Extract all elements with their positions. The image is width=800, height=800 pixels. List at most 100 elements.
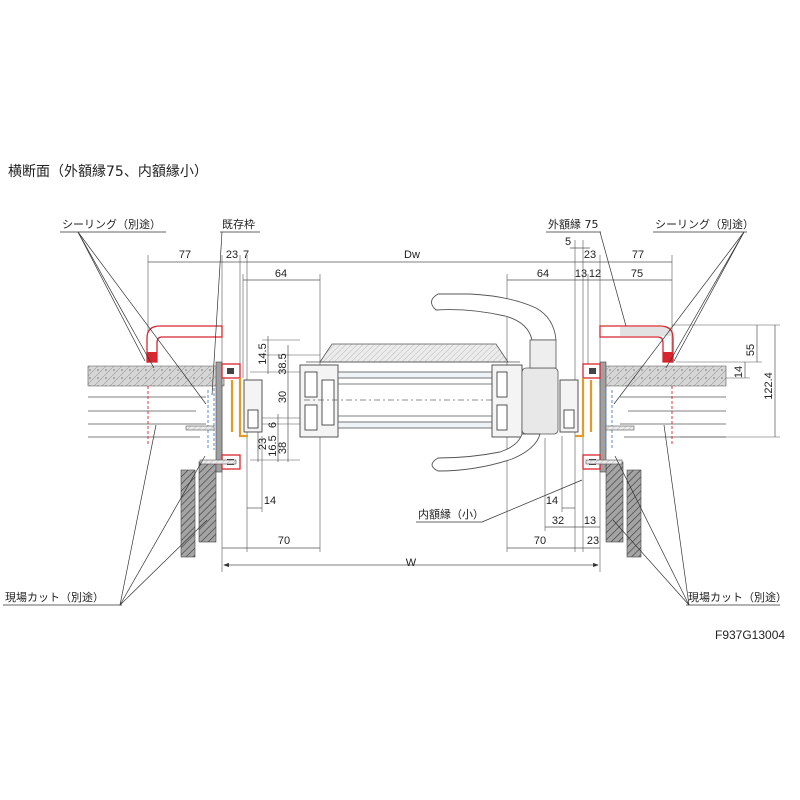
dim-text: 6	[267, 422, 279, 428]
existing-frame	[599, 361, 607, 473]
dim-text: 14	[733, 366, 745, 378]
left-sash-chamber	[304, 404, 318, 431]
dimension-texts: 77 23 7 Dw 5 23 77 64 64 13 12 75 14.5 3…	[179, 236, 775, 569]
leader-line	[663, 424, 690, 606]
top-screen-band	[319, 343, 509, 363]
casing-shade	[620, 327, 671, 336]
concrete-band	[87, 365, 225, 387]
dim-text: 14	[546, 495, 558, 507]
leader-line	[481, 479, 583, 523]
glass-pane-inner	[337, 421, 493, 429]
dim-text: 13	[584, 515, 596, 527]
right-sash-chamber	[496, 404, 508, 431]
leader-line	[77, 231, 146, 362]
existing-frame	[215, 361, 223, 473]
dim-text: 23	[587, 535, 599, 547]
leader-line	[211, 231, 223, 396]
handle-lever-bottom	[431, 433, 541, 472]
dim-text: 16.5	[267, 435, 279, 456]
dimension-lines	[148, 247, 776, 568]
right-frame-inner	[563, 409, 575, 429]
sealing-left-label: シーリング（別途）	[62, 217, 161, 231]
concrete-band	[599, 365, 727, 387]
bracket-core	[589, 368, 596, 374]
leader-line	[77, 231, 207, 405]
right-sash-chamber	[496, 371, 508, 398]
casing-foot	[147, 352, 157, 362]
dim-text: 70	[278, 535, 290, 547]
dim-text: 30	[277, 391, 289, 403]
handle-lever-top	[431, 293, 557, 341]
drawing-code: F937G13004	[715, 628, 785, 642]
outer-casing-label: 外額縁 75	[548, 217, 599, 231]
dim-text: 7	[243, 249, 249, 261]
dim-text: 23	[226, 249, 238, 261]
casing-profile	[146, 325, 223, 363]
fixing-parts-left	[185, 363, 248, 470]
leader-line	[77, 231, 155, 369]
left-sash-chamber	[321, 379, 335, 426]
frame-strip	[575, 378, 585, 438]
existing-frame-label: 既存枠	[222, 217, 255, 231]
dim-text: 75	[631, 268, 643, 280]
dim-text: W	[406, 557, 417, 569]
left-frame-inner	[247, 409, 259, 429]
dim-text: 55	[745, 344, 757, 356]
field-cut-right-label: 現場カット（別途）	[688, 590, 787, 604]
dim-text: 64	[537, 268, 549, 280]
dim-text: 14.5	[257, 343, 269, 364]
dim-text: 13	[575, 268, 587, 280]
lower-wall-block	[626, 469, 642, 558]
bracket-core	[227, 368, 234, 374]
handle-neck	[529, 339, 557, 369]
leader-line	[599, 231, 627, 327]
existing-wall-right	[599, 361, 727, 558]
lower-wall-block	[605, 461, 624, 543]
screw	[185, 425, 215, 431]
leader-line	[613, 231, 745, 405]
dim-text: 38.5	[277, 353, 289, 374]
screw	[199, 459, 237, 465]
inner-casing-label: 内額縁（小）	[418, 507, 484, 521]
dim-text: 77	[632, 249, 644, 261]
lower-wall-block	[198, 461, 217, 543]
section-title: 横断面（外額縁75、内額縁小）	[8, 164, 208, 180]
dim-text: Dw	[404, 249, 420, 261]
leader-line	[673, 231, 745, 362]
window-unit	[243, 293, 579, 472]
casing-foot	[663, 352, 673, 362]
dim-text: 77	[179, 249, 191, 261]
sealing-right-label: シーリング（別途）	[655, 217, 754, 231]
frame-strip	[238, 378, 248, 438]
dim-text: 122.4	[763, 372, 775, 400]
handle-body	[521, 367, 559, 435]
dim-text: 23	[257, 438, 269, 450]
dim-text: 64	[275, 268, 287, 280]
dim-text: 32	[552, 515, 564, 527]
outer-casing-right	[599, 325, 674, 363]
left-sash-chamber	[304, 371, 318, 398]
leader-line	[119, 455, 206, 606]
existing-wall-left	[87, 361, 225, 558]
dim-text: 23	[584, 249, 596, 261]
screw	[605, 425, 635, 431]
dim-text: 70	[534, 535, 546, 547]
leader-line	[119, 424, 157, 606]
dim-text: 12	[589, 268, 601, 280]
glass-pane-outer	[337, 371, 493, 379]
dim-text: 5	[565, 236, 571, 248]
leader-line	[665, 231, 745, 369]
fixing-parts-right	[575, 363, 635, 470]
screw	[585, 459, 623, 465]
field-cut-left-label: 現場カット（別途）	[5, 590, 104, 604]
dim-text: 14	[264, 495, 276, 507]
dim-text: 38	[277, 442, 289, 454]
lower-wall-block	[180, 469, 196, 558]
callout-labels: シーリング（別途） 既存枠 外額縁 75 シーリング（別途） 内額縁（小） 現場…	[5, 217, 787, 642]
leader-line	[612, 519, 690, 606]
outer-casing-left	[146, 325, 223, 363]
leader-line	[614, 455, 690, 606]
leader-lines	[3, 231, 780, 606]
leader-line	[119, 519, 208, 606]
